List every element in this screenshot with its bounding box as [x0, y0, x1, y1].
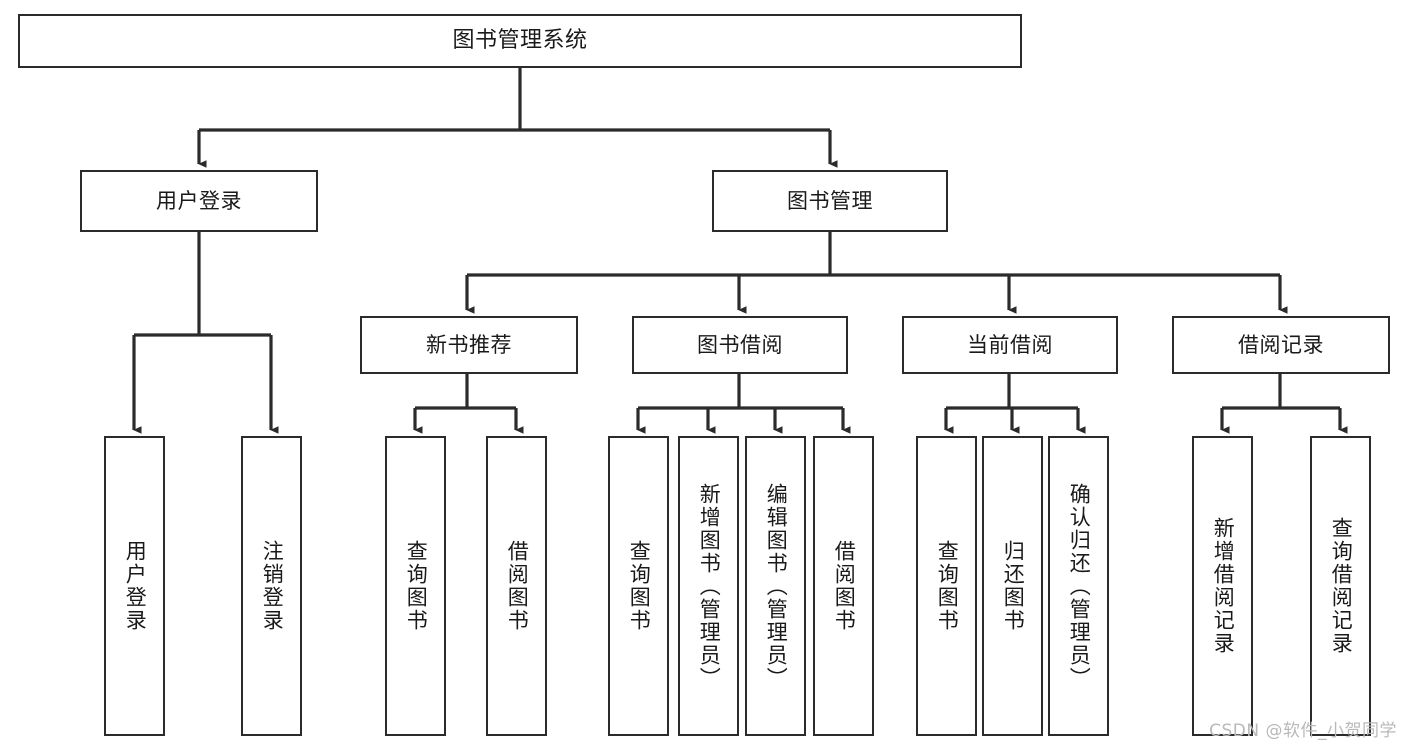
node-leaf-query-book-2[interactable]: 查询图书: [608, 436, 669, 736]
node-label: 确认归还（管理员）: [1067, 482, 1092, 690]
node-leaf-add-book[interactable]: 新增图书（管理员）: [678, 436, 739, 736]
node-leaf-user-logout[interactable]: 注销登录: [241, 436, 302, 736]
node-label: 归还图书: [1001, 540, 1026, 632]
node-label: 图书借阅: [697, 332, 783, 357]
node-label: 新增图书（管理员）: [697, 482, 722, 690]
node-leaf-query-book-3[interactable]: 查询图书: [916, 436, 977, 736]
node-label: 用户登录: [156, 188, 242, 213]
node-leaf-confirm-return[interactable]: 确认归还（管理员）: [1048, 436, 1109, 736]
node-label: 借阅记录: [1238, 332, 1324, 357]
node-leaf-query-record[interactable]: 查询借阅记录: [1310, 436, 1371, 736]
node-borrow-record[interactable]: 借阅记录: [1172, 316, 1390, 374]
node-label: 查询借阅记录: [1329, 517, 1354, 655]
node-label: 查询图书: [404, 540, 429, 632]
node-label: 注销登录: [260, 540, 285, 632]
node-label: 编辑图书（管理员）: [764, 482, 789, 690]
node-label: 新书推荐: [426, 332, 512, 357]
node-root-book-management-system[interactable]: 图书管理系统: [18, 14, 1022, 68]
node-user-login[interactable]: 用户登录: [80, 170, 318, 232]
node-leaf-return-book[interactable]: 归还图书: [982, 436, 1043, 736]
node-leaf-edit-book[interactable]: 编辑图书（管理员）: [745, 436, 806, 736]
node-leaf-borrow-book-1[interactable]: 借阅图书: [486, 436, 547, 736]
node-label: 借阅图书: [505, 540, 530, 632]
node-label: 查询图书: [627, 540, 652, 632]
node-current-borrow[interactable]: 当前借阅: [902, 316, 1118, 374]
node-leaf-user-login[interactable]: 用户登录: [104, 436, 165, 736]
node-leaf-add-record[interactable]: 新增借阅记录: [1192, 436, 1253, 736]
node-label: 借阅图书: [832, 540, 857, 632]
csdn-watermark: CSDN @软件_小贺同学: [1209, 721, 1397, 741]
node-leaf-borrow-book-2[interactable]: 借阅图书: [813, 436, 874, 736]
node-label: 用户登录: [123, 540, 148, 632]
node-label: 新增借阅记录: [1211, 517, 1236, 655]
node-book-manage[interactable]: 图书管理: [712, 170, 948, 232]
node-label: 当前借阅: [967, 332, 1053, 357]
node-new-book-recommend[interactable]: 新书推荐: [360, 316, 578, 374]
node-label: 图书管理: [787, 188, 873, 213]
node-label: 图书管理系统: [452, 28, 588, 54]
node-book-borrow[interactable]: 图书借阅: [632, 316, 848, 374]
node-leaf-query-book-1[interactable]: 查询图书: [385, 436, 446, 736]
node-label: 查询图书: [935, 540, 960, 632]
